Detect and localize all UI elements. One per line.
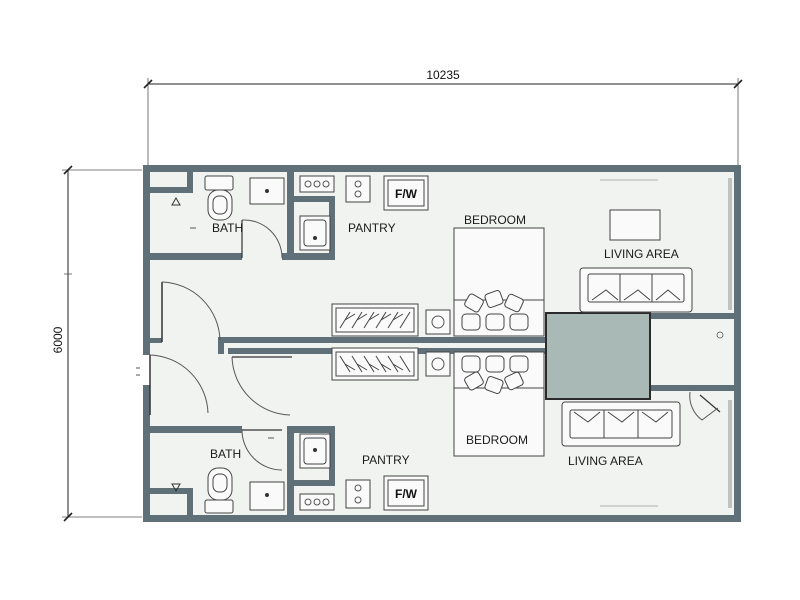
room-label-bedroom-bottom: BEDROOM (466, 433, 528, 447)
hob-top (299, 175, 335, 193)
washer-top-label: F/W (395, 187, 418, 201)
room-label-pantry-top: PANTRY (348, 221, 396, 235)
bath-door-bottom (241, 429, 283, 471)
door-living-bottom (689, 331, 724, 421)
windows (600, 178, 732, 508)
washer-bottom: F/W (383, 475, 429, 511)
wall-markers (136, 227, 274, 439)
sofa-top (579, 267, 693, 313)
tv-console-top (609, 209, 661, 241)
entrance-door-top (161, 281, 221, 342)
toilet-bottom (171, 467, 234, 514)
room-label-bedroom-top: BEDROOM (464, 213, 526, 227)
outer-walls (143, 165, 741, 522)
room-label-bath-top: BATH (212, 221, 243, 235)
bed-top (453, 227, 545, 337)
bed-bottom (453, 351, 545, 457)
room-label-pantry-bottom: PANTRY (362, 453, 410, 467)
toilet-top (171, 175, 234, 221)
hob-bottom (299, 493, 335, 511)
sink-bottom (299, 433, 331, 469)
entrance-door-bottom (149, 354, 209, 415)
washer-bottom-label: F/W (395, 487, 418, 501)
sofa-bottom (561, 401, 681, 447)
room-label-living-top: LIVING AREA (604, 247, 679, 261)
bedside-table-bottom (425, 351, 451, 377)
width-dimension: 10235 (143, 68, 743, 165)
bath-door-top (241, 219, 283, 259)
room-label-living-bottom: LIVING AREA (568, 454, 643, 468)
counter-bottom (345, 479, 371, 509)
width-dimension-label: 10235 (426, 68, 460, 82)
washer-top: F/W (383, 175, 429, 211)
door-center-partition (231, 356, 292, 416)
room-label-bath-bottom: BATH (210, 447, 241, 461)
wardrobe-bottom (331, 347, 419, 381)
counter-top (345, 175, 371, 203)
height-dimension: 6000 (51, 165, 142, 522)
sink-top (299, 215, 331, 251)
height-dimension-label: 6000 (51, 326, 65, 353)
wardrobe-top (331, 303, 419, 337)
basin-bottom (249, 481, 285, 511)
bedside-table-top (425, 309, 451, 335)
basin-top (249, 177, 285, 205)
structural-column (545, 312, 651, 400)
